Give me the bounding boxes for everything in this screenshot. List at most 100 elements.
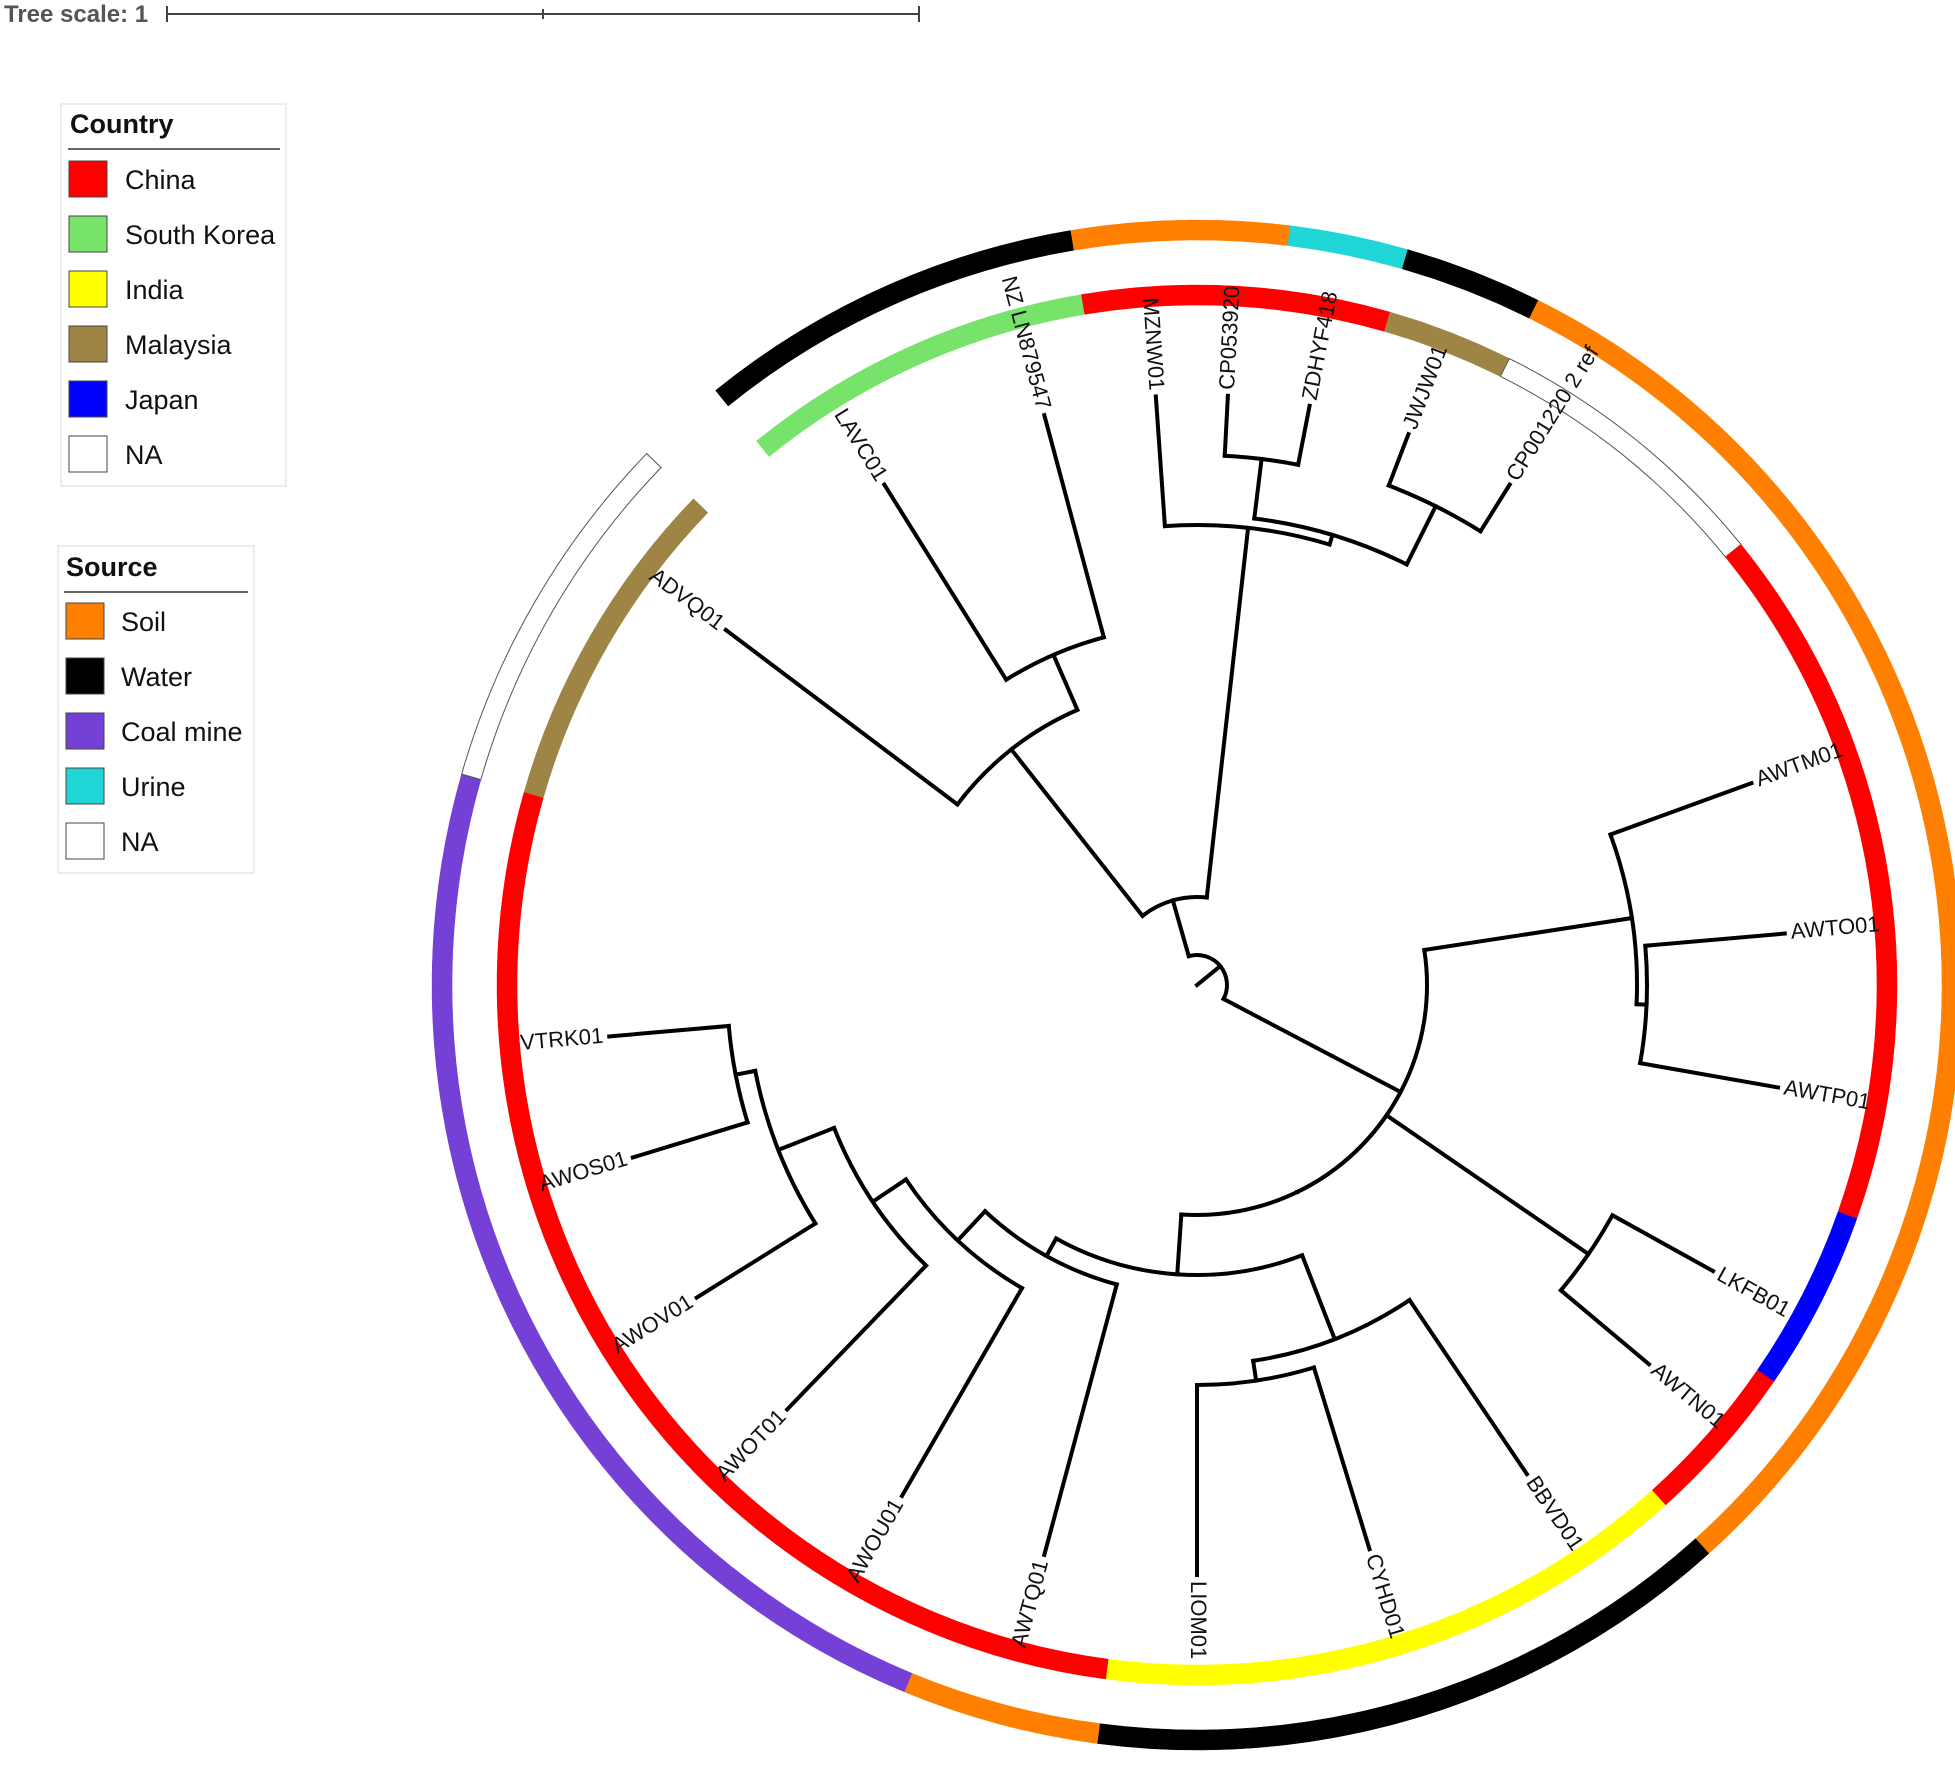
country-annotation-ring [496,284,1898,1686]
legend-item-na: NA [68,435,163,473]
leaf-branch [1637,1060,1781,1090]
internal-branch [1383,1112,1592,1257]
legend-swatch [65,657,105,695]
legend-swatch [68,215,108,253]
leaf-label: AWTQ01 [1006,1557,1053,1650]
leaf-label: AWOV01 [607,1289,697,1358]
legend-item-label: China [125,165,197,195]
source-ring-segment [445,1126,520,1303]
clade-arc [831,1125,929,1269]
leaf-branch [1153,394,1168,529]
legend-country-title: Country [70,109,174,139]
source-ring-segment [1287,225,1409,270]
leaf-branch [723,627,961,808]
legend-source: Source Soil Water Coal mine Urine NA [57,545,255,874]
leaf-branch [607,1023,731,1039]
internal-branch [1175,1212,1184,1277]
internal-branch [1220,996,1404,1095]
leaf-label: NZ LN879547 [997,273,1057,412]
clade-arc [1003,634,1107,683]
leaf-label: AWTO01 [1789,911,1880,944]
country-ring-segment [1725,544,1881,839]
source-ring-segment [1070,219,1191,251]
internal-branch [1043,1235,1059,1259]
clade-arc [726,1023,751,1125]
clade-arc [1162,523,1333,548]
country-ring-segment [523,498,709,798]
clade-arc [1637,943,1649,1066]
legend-item-urine: Urine [65,767,186,805]
tree-scale-label: Tree scale: 1 [4,1,148,28]
clade-arc [903,1176,1025,1291]
leaf-label: ADVQ01 [645,563,729,635]
internal-branch [1008,746,1146,919]
leaf-label: VTRK01 [519,1023,604,1055]
legend-item-label: NA [125,440,163,470]
source-ring-segment [1190,219,1291,246]
legend-item-label: Coal mine [121,717,243,747]
leaf-label: LAVC01 [829,404,893,485]
source-ring-segment [891,230,1075,303]
legend-item-label: Soil [121,607,166,637]
leaf-branch [630,1119,751,1160]
clade-arc [1053,1235,1305,1277]
clade-arc [1194,1365,1317,1388]
leaf-branch [1477,481,1513,535]
legend-item-water: Water [65,657,192,695]
clade-arc [982,1208,1120,1287]
legend-swatch [68,270,108,308]
leaf-label: AWTN01 [1647,1357,1731,1433]
legend-country: Country China South Korea India Malaysia… [60,103,287,487]
legend-item-label: India [125,275,185,305]
leaf-branch [1558,1287,1652,1368]
legend-item-label: South Korea [125,220,276,250]
source-ring-segment [1402,249,1539,319]
leaf-branch [1295,403,1312,468]
country-ring-segment [1837,1014,1897,1219]
source-ring-segment [1924,819,1955,1019]
tree-branches [607,393,1787,1577]
tree-scale-bar [166,6,920,22]
leaf-branch [693,1220,819,1301]
internal-branch [1422,915,1635,953]
leaf-label: AWOT01 [710,1404,790,1486]
legend-item-soil: Soil [65,602,166,640]
source-annotation-ring [431,219,1955,1751]
clade-arc [1607,831,1639,1007]
leaf-branch [1609,1212,1716,1274]
source-ring-segment [431,773,482,1132]
legend-swatch [68,325,108,363]
internal-branch [1194,963,1224,988]
legend-item-label: Malaysia [125,330,233,360]
internal-branch [1252,456,1264,521]
internal-branch [1170,897,1192,959]
legend-swatch [65,767,105,805]
source-ring-segment [1517,1538,1710,1676]
leaf-label: LIOM01 [1186,1581,1211,1659]
legend-source-title: Source [66,552,158,582]
leaf-branch [1311,1365,1372,1552]
leaf-branch [784,1262,929,1413]
internal-branch [1404,503,1439,568]
leaf-branch [1041,1281,1120,1558]
legend-item-south-korea: South Korea [68,215,276,253]
legend-swatch [68,435,108,473]
internal-branch [1299,1252,1338,1342]
source-ring-segment [461,452,662,781]
leaf-label: MZNW01 [1138,297,1169,391]
leaf-label: CYHD01 [1361,1551,1410,1641]
clade-arc [1558,1212,1616,1294]
legend-swatch [65,602,105,640]
tree-scale: Tree scale: 1 [4,1,920,28]
legend-item-india: India [68,270,185,308]
source-ring-segment [1898,1017,1955,1241]
legend-item-japan: Japan [68,380,199,418]
leaf-branch [1406,1297,1530,1477]
legend-swatch [68,380,108,418]
legend-item-label: NA [121,827,159,857]
leaf-branch [1041,412,1107,640]
leaf-branch [1643,931,1787,948]
clade-arc [1252,516,1410,568]
clade-arc [954,707,1081,808]
